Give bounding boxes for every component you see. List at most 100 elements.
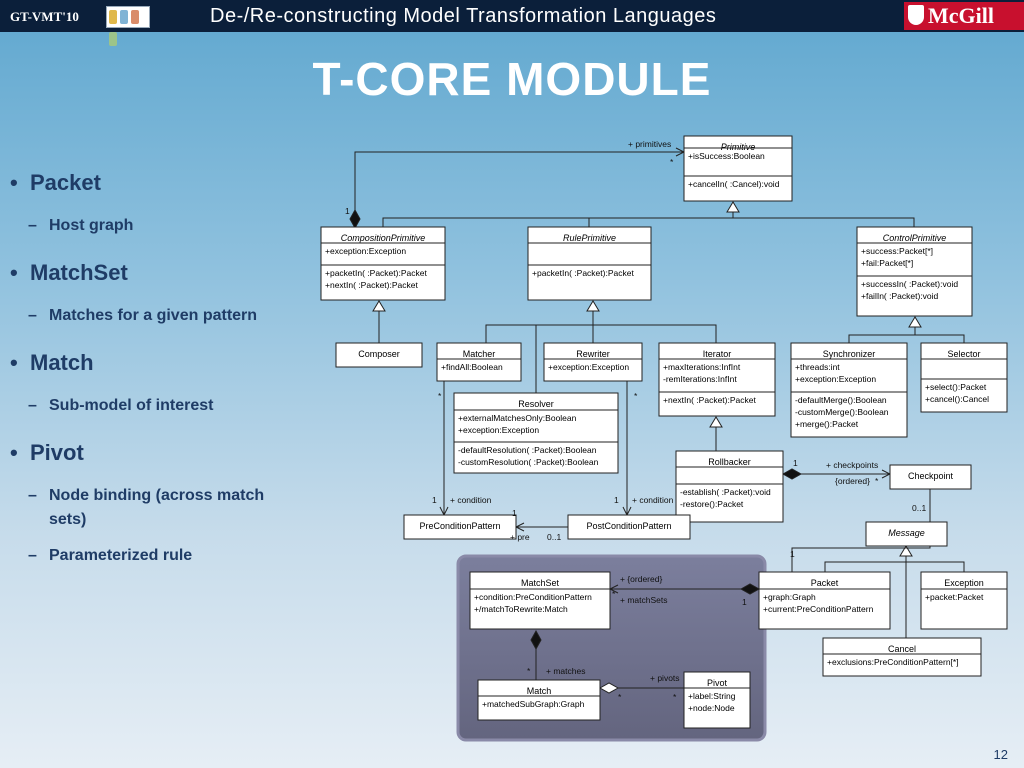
class-primitive: Primitive+isSuccess:Boolean+cancelIn( :C… <box>683 135 793 202</box>
class-resolver: Resolver+externalMatchesOnly:Boolean+exc… <box>453 392 619 474</box>
class-attribute: +packet:Packet <box>925 592 984 602</box>
class-match: Match+matchedSubGraph:Graph <box>477 679 601 721</box>
generalization-arrowhead <box>899 545 913 557</box>
class-pivot: Pivot +label:String +node:Node <box>683 671 751 729</box>
aggregation-diamond <box>598 682 620 694</box>
bullet-label: MatchSet <box>30 260 128 285</box>
class-operation: -customResolution( :Packet):Boolean <box>458 457 599 467</box>
class-operation: +nextIn( :Packet):Packet <box>663 395 756 405</box>
talk-title: De-/Re-constructing Model Transformation… <box>210 5 717 27</box>
class-box <box>683 135 793 202</box>
class-operation: -defaultMerge():Boolean <box>795 395 887 405</box>
class-operation: +merge():Packet <box>795 419 859 429</box>
class-name: Exception <box>944 578 984 588</box>
class-composer: Composer <box>335 342 423 368</box>
class-attribute: +graph:Graph <box>763 592 816 602</box>
class-operation: +packetIn( :Packet):Packet <box>325 268 427 278</box>
class-attribute: +findAll:Boolean <box>441 362 503 372</box>
class-name: Matcher <box>463 349 496 359</box>
page-number: 12 <box>993 747 1008 762</box>
classes: Primitive+isSuccess:Boolean+cancelIn( :C… <box>320 135 1008 729</box>
bullet-label: Match <box>30 350 94 375</box>
association-label: + matchSets <box>620 595 667 605</box>
class-name: RulePrimitive <box>563 233 616 243</box>
class-attribute: +current:PreConditionPattern <box>763 604 874 614</box>
class-name: Composer <box>358 349 400 359</box>
association-label: {ordered} <box>835 476 870 486</box>
association-label: 0..1 <box>912 503 926 513</box>
association-label: + checkpoints <box>826 460 878 470</box>
class-box <box>335 342 423 368</box>
association-label: 1 <box>742 597 747 607</box>
association-label: * <box>618 692 622 702</box>
class-name: Iterator <box>703 349 732 359</box>
class-attribute: +condition:PreConditionPattern <box>474 592 592 602</box>
class-attribute: +fail:Packet[*] <box>861 258 913 268</box>
association-label: + pivots <box>650 673 680 683</box>
class-attribute: +exception:Exception <box>325 246 406 256</box>
bullet-label: Pivot <box>30 440 84 465</box>
class-attribute: +success:Packet[*] <box>861 246 933 256</box>
association-label: * <box>634 391 638 401</box>
class-attribute: +node:Node <box>688 703 735 713</box>
association-label: + primitives <box>628 139 671 149</box>
class-box <box>403 514 517 540</box>
class-box <box>889 464 972 490</box>
class-operation: +cancel():Cancel <box>925 394 989 404</box>
class-attribute: +exception:Exception <box>548 362 629 372</box>
class-operation: -establish( :Packet):void <box>680 487 771 497</box>
class-operation: +failIn( :Packet):void <box>861 291 939 301</box>
sub-bullet: –Sub-model of interest <box>28 397 214 414</box>
association-label: 1 <box>432 495 437 505</box>
composition-diamond <box>781 468 803 480</box>
class-box <box>658 342 776 417</box>
association-label: 0..1 <box>547 532 561 542</box>
gen-primitive <box>733 217 915 227</box>
association-label: * <box>875 476 879 486</box>
class-box <box>675 450 784 523</box>
composition-diamond <box>530 629 542 651</box>
class-box <box>436 342 522 382</box>
header-bar: GT-VMT'10 De-/Re-constructing Model Tran… <box>0 0 1024 46</box>
bullet-list: •Packet –Host graph •MatchSet –Matches f… <box>10 166 305 590</box>
association-label: * <box>673 692 677 702</box>
generalization-arrowhead <box>726 201 740 213</box>
class-attribute: +matchedSubGraph:Graph <box>482 699 585 709</box>
class-attribute: +threads:int <box>795 362 840 372</box>
class-checkpoint: Checkpoint <box>889 464 972 490</box>
generalization-arrowhead <box>709 416 723 428</box>
class-box <box>822 637 982 677</box>
class-name: Rollbacker <box>708 457 751 467</box>
class-name: Pivot <box>707 678 728 688</box>
class-attribute: +/matchToRewrite:Match <box>474 604 568 614</box>
class-attribute: +label:String <box>688 691 736 701</box>
class-iterator: Iterator+maxIterations:InfInt-remIterati… <box>658 342 776 417</box>
sub-bullet: –Host graph <box>28 217 134 234</box>
class-box <box>920 571 1008 630</box>
class-rollbacker: Rollbacker-establish( :Packet):void-rest… <box>675 450 784 523</box>
association-label: + pre <box>510 532 530 542</box>
class-name: Primitive <box>721 142 756 152</box>
assoc-primitives <box>354 151 684 210</box>
class-name: MatchSet <box>521 578 560 588</box>
class-name: Cancel <box>888 644 916 654</box>
slide-title: T-CORE MODULE <box>312 53 712 105</box>
association-label: 1 <box>793 458 798 468</box>
class-box <box>527 226 652 301</box>
class-message: Message <box>865 521 948 547</box>
association-label: 1 <box>512 508 517 518</box>
class-operation: -defaultResolution( :Packet):Boolean <box>458 445 597 455</box>
class-attribute: +exception:Exception <box>795 374 876 384</box>
assoc-checkpoint-packet <box>791 489 931 572</box>
crest-icon <box>908 5 924 25</box>
class-composition: CompositionPrimitive+exception:Exception… <box>320 226 446 301</box>
generalization-arrowhead <box>586 300 600 312</box>
sub-bullet: –Node binding (across match sets) <box>28 487 265 528</box>
bullet-packet: •Packet <box>10 170 101 195</box>
sub-bullet: –Parameterized rule <box>28 547 193 564</box>
university-logo: McGill <box>904 2 1024 30</box>
association-label: * <box>612 589 616 599</box>
class-attribute: +exclusions:PreConditionPattern[*] <box>827 657 959 667</box>
class-name: Rewriter <box>576 349 610 359</box>
